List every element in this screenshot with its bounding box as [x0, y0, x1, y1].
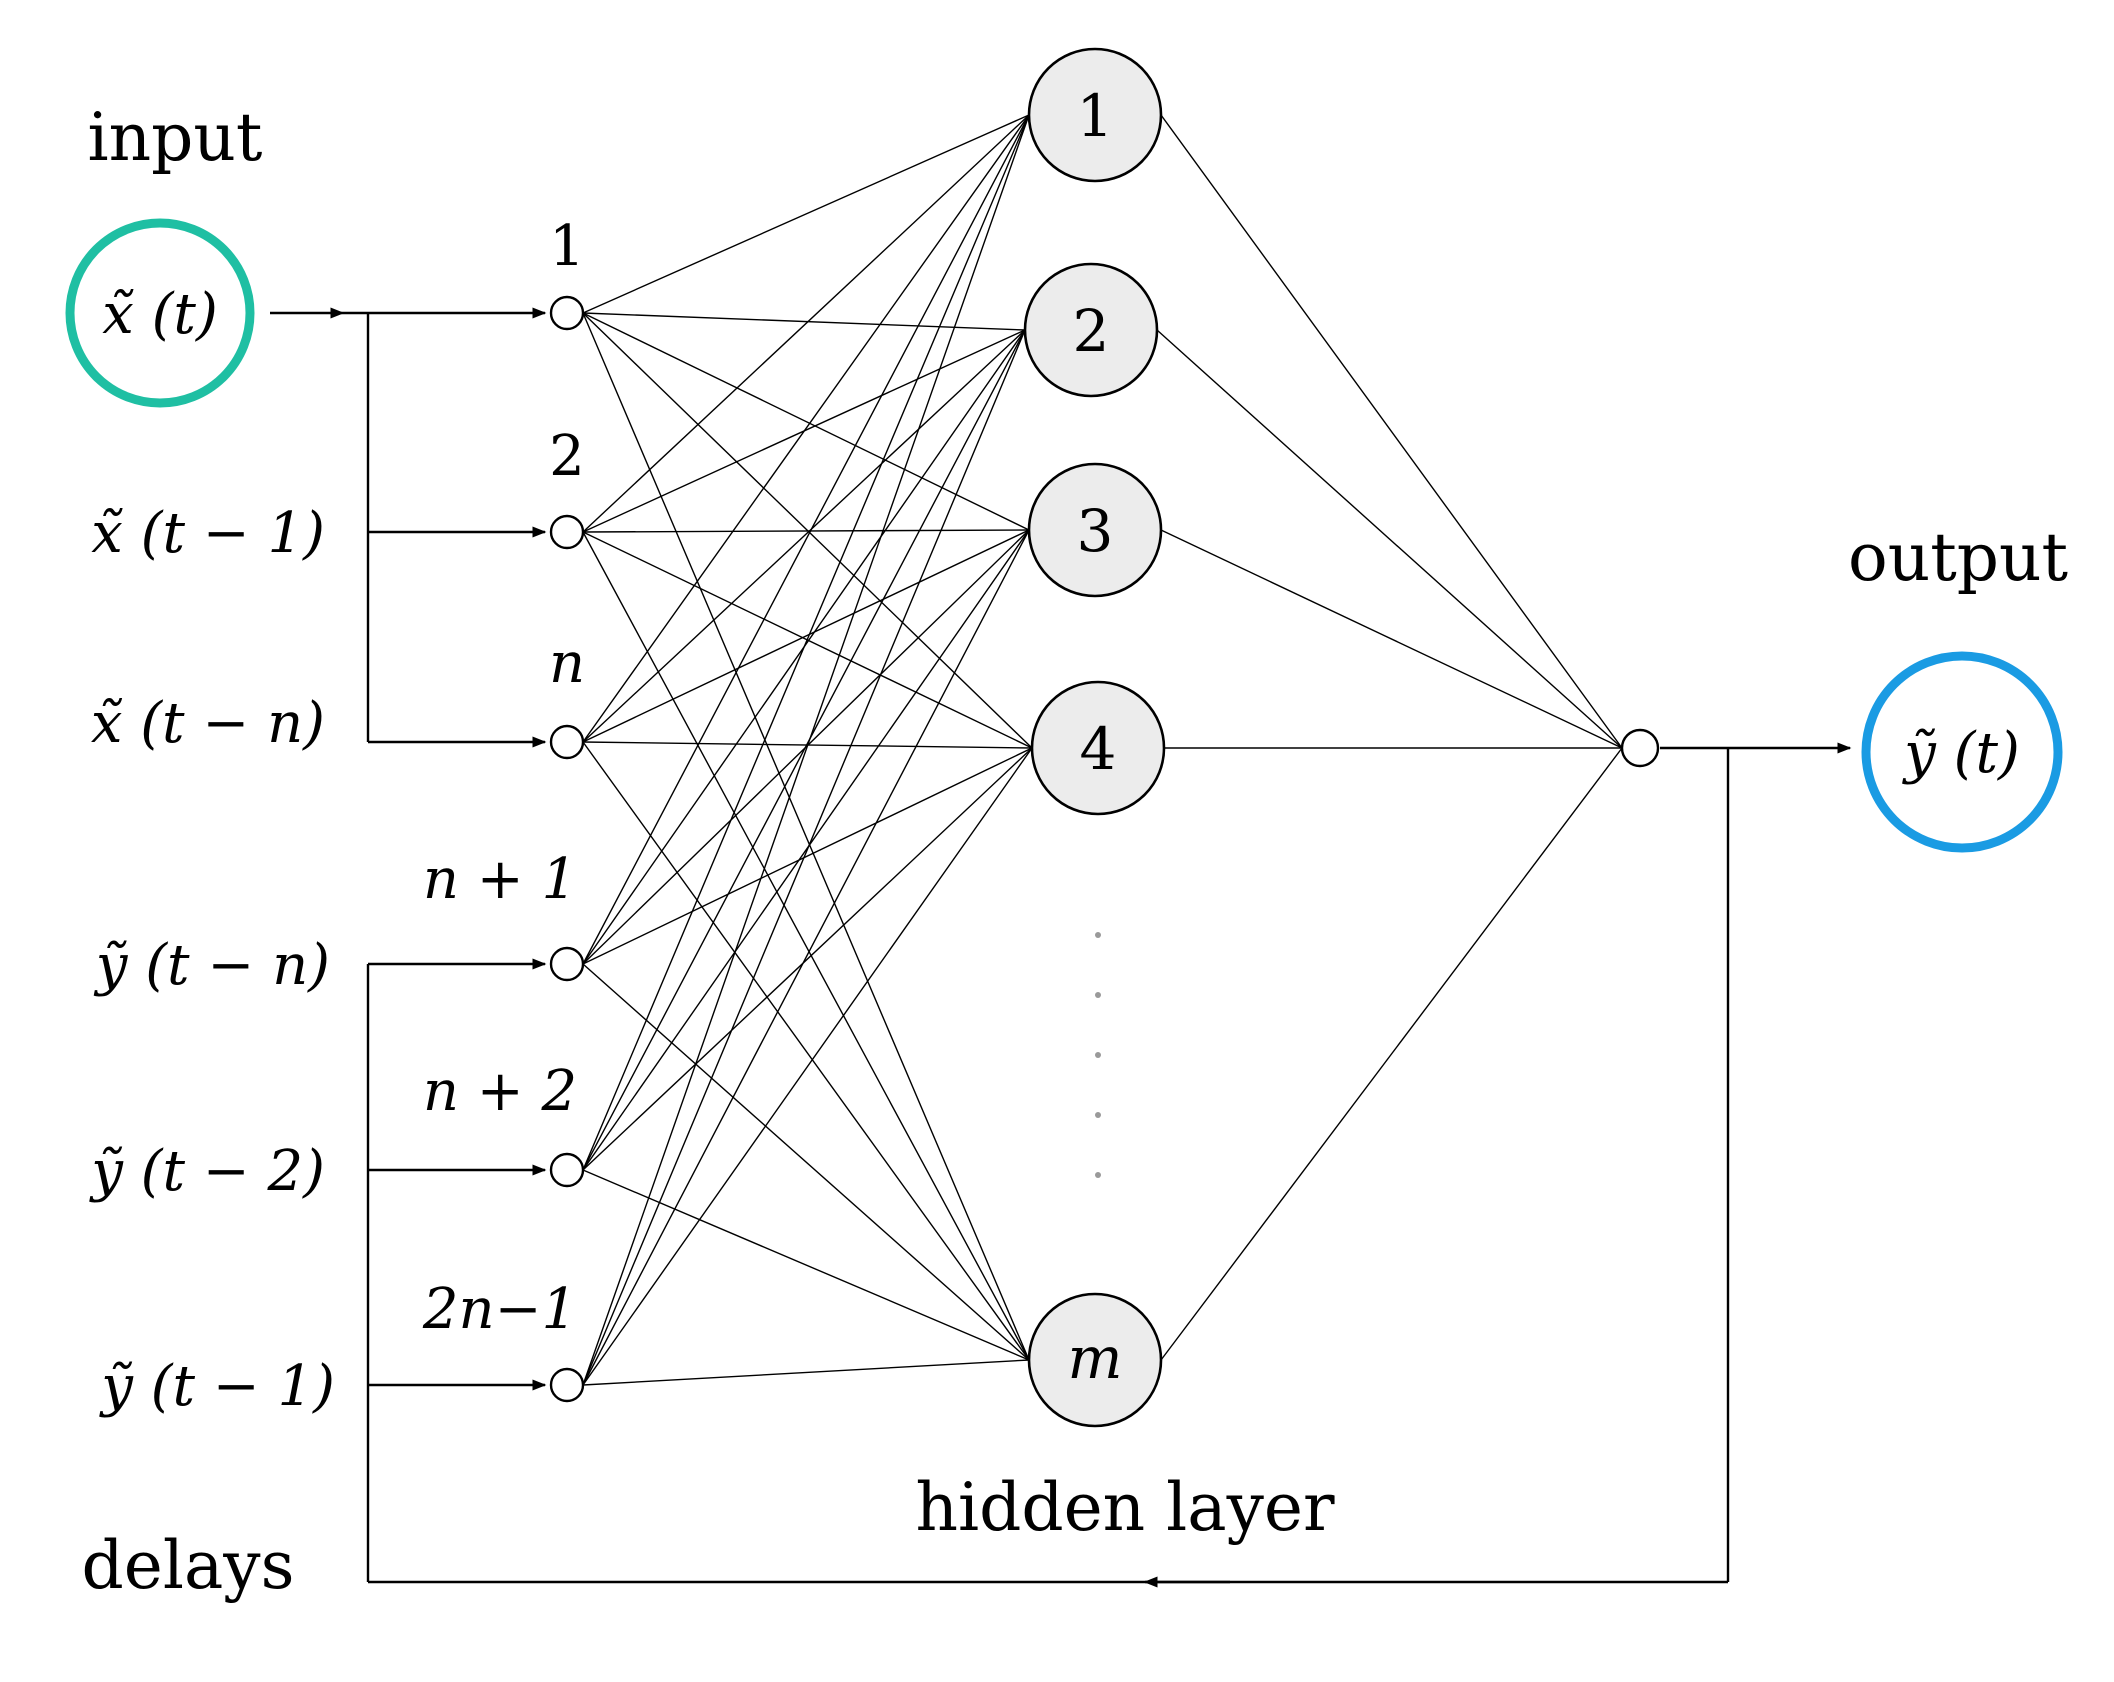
input-node-2n1 [549, 1367, 585, 1403]
connection-in1-h3 [582, 312, 1030, 531]
connection-h3-out [1160, 529, 1623, 749]
input-node-n [549, 724, 585, 760]
connection-in6-h2 [582, 329, 1026, 1386]
signal-label-x-t-1: x̃ (t − 1) [91, 501, 325, 566]
connection-in5-h4 [582, 747, 1033, 1171]
hidden-node-3 [1027, 462, 1163, 598]
hidden-node-label-2: 2 [1073, 297, 1110, 365]
connection-h2-out [1156, 329, 1623, 749]
connection-in6-h5 [582, 1359, 1030, 1386]
signal-label-y-t-1: ỹ (t − 1) [98, 1354, 335, 1419]
connection-h5-out [1160, 747, 1623, 1361]
connection-in6-h3 [582, 529, 1030, 1386]
connection-in4-h5 [582, 963, 1030, 1361]
output-label: output [1848, 519, 2068, 596]
connection-in1-h5 [582, 312, 1030, 1361]
hidden-node-label-1: 1 [1077, 82, 1114, 150]
hidden-node-2 [1023, 262, 1159, 398]
input-node-label-n1: n + 1 [423, 847, 577, 912]
output-ring [1861, 651, 2063, 853]
connection-in5-h2 [582, 329, 1026, 1171]
connection-in2-h5 [582, 531, 1030, 1361]
connection-in6-h1 [582, 114, 1030, 1386]
connection-in3-h5 [582, 741, 1030, 1361]
hidden-node-m [1027, 1292, 1163, 1428]
input-node-n1 [549, 946, 585, 982]
delays-label: delays [82, 1527, 295, 1604]
input-label: input [88, 99, 263, 176]
input-node-label-n2: n + 2 [423, 1059, 577, 1124]
input-ring [65, 218, 255, 408]
connection-in3-h3 [582, 529, 1030, 743]
output-node [1620, 728, 1660, 768]
input-node-label-n: n [549, 631, 585, 696]
input-node-1 [549, 295, 585, 331]
signal-label-y-t-n: ỹ (t − n) [93, 933, 330, 998]
hidden-node-label-4: 4 [1080, 715, 1117, 783]
input-hidden-connections [582, 114, 1033, 1386]
hidden-layer-label: hidden layer [915, 1469, 1334, 1546]
connection-in4-h1 [582, 114, 1030, 965]
connection-in5-h5 [582, 1169, 1030, 1361]
hidden-node-1 [1027, 47, 1163, 183]
connection-in1-h2 [582, 312, 1026, 331]
input-node-2 [549, 514, 585, 550]
connection-in2-h1 [582, 114, 1030, 533]
connection-in4-h4 [582, 747, 1033, 965]
connection-in2-h3 [582, 529, 1030, 533]
input-node-label-2n1: 2n−1 [422, 1277, 577, 1342]
connection-in1-h1 [582, 114, 1030, 314]
hidden-ellipsis [1095, 932, 1101, 1178]
hidden-node-label-m: m [1068, 1324, 1123, 1392]
output-signal-label: ỹ (t) [1901, 721, 2020, 786]
hidden-output-connections [1156, 114, 1623, 1361]
input-nodes [549, 295, 585, 1403]
connection-in5-h1 [582, 114, 1030, 1171]
connection-in3-h1 [582, 114, 1030, 743]
connection-h1-out [1160, 114, 1623, 749]
signal-label-y-t-2: ỹ (t − 2) [88, 1139, 325, 1204]
connection-in6-h4 [582, 747, 1033, 1386]
hidden-nodes [1023, 47, 1166, 1428]
connection-in5-h3 [582, 529, 1030, 1171]
input-node-label-1: 1 [549, 214, 585, 279]
input-feed-lines [270, 307, 547, 748]
hidden-node-label-3: 3 [1077, 497, 1114, 565]
input-signal-label: x̃ (t) [102, 282, 218, 347]
input-node-n2 [549, 1152, 585, 1188]
input-node-label-2: 2 [549, 424, 585, 489]
connection-in3-h2 [582, 329, 1026, 743]
feedback-lines [366, 742, 1852, 1588]
signal-label-x-t-n: x̃ (t − n) [91, 691, 325, 756]
hidden-node-4 [1030, 680, 1166, 816]
